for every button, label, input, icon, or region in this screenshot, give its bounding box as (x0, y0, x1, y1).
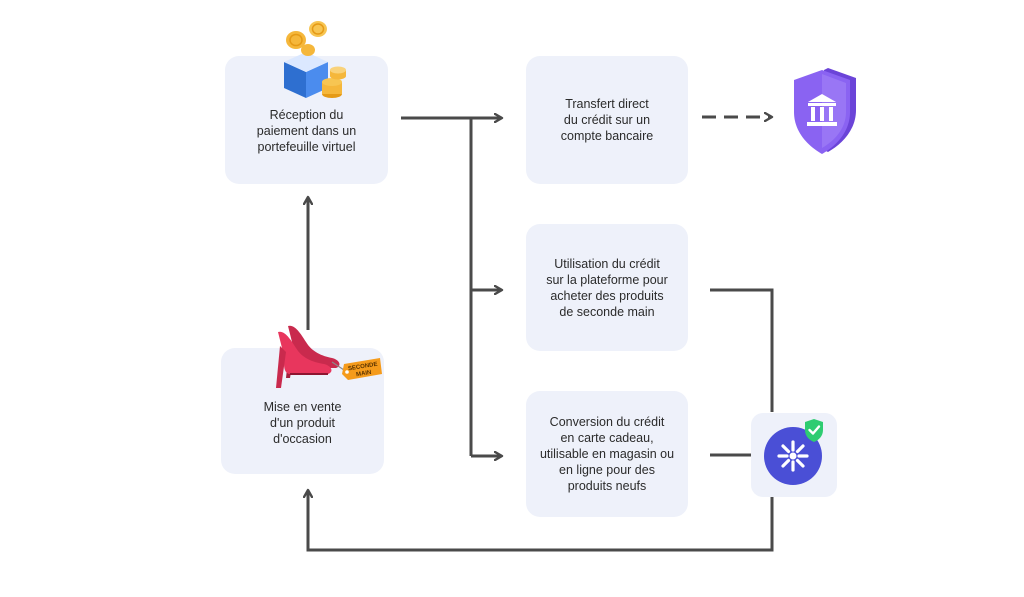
return-line-to-vente (308, 490, 774, 552)
partner-logo-icon (764, 419, 823, 485)
verified-check-icon (805, 419, 823, 442)
node-utilisation-label: Utilisation du crédit sur la plateforme … (546, 256, 668, 319)
node-transfert: Transfert direct du crédit sur un compte… (526, 56, 688, 184)
line-utilisation-to-partner (710, 288, 774, 412)
wallet-coins-icon (272, 18, 352, 107)
svg-text:MAIN: MAIN (356, 370, 372, 378)
bank-shield-icon (788, 64, 860, 161)
node-reception-label: Réception du paiement dans un portefeuil… (256, 108, 357, 154)
node-conversion-label: Conversion du crédit en carte cadeau, ut… (539, 415, 675, 493)
node-utilisation: Utilisation du crédit sur la plateforme … (526, 224, 688, 351)
high-heels-icon: SECONDE MAIN (270, 318, 384, 397)
node-vente-label: Mise en vente d'un produit d'occasion (263, 400, 342, 446)
partner-tile (751, 413, 837, 497)
node-conversion: Conversion du crédit en carte cadeau, ut… (526, 391, 688, 517)
node-transfert-label: Transfert direct du crédit sur un compte… (560, 97, 654, 143)
svg-text:SECONDE: SECONDE (348, 362, 378, 373)
